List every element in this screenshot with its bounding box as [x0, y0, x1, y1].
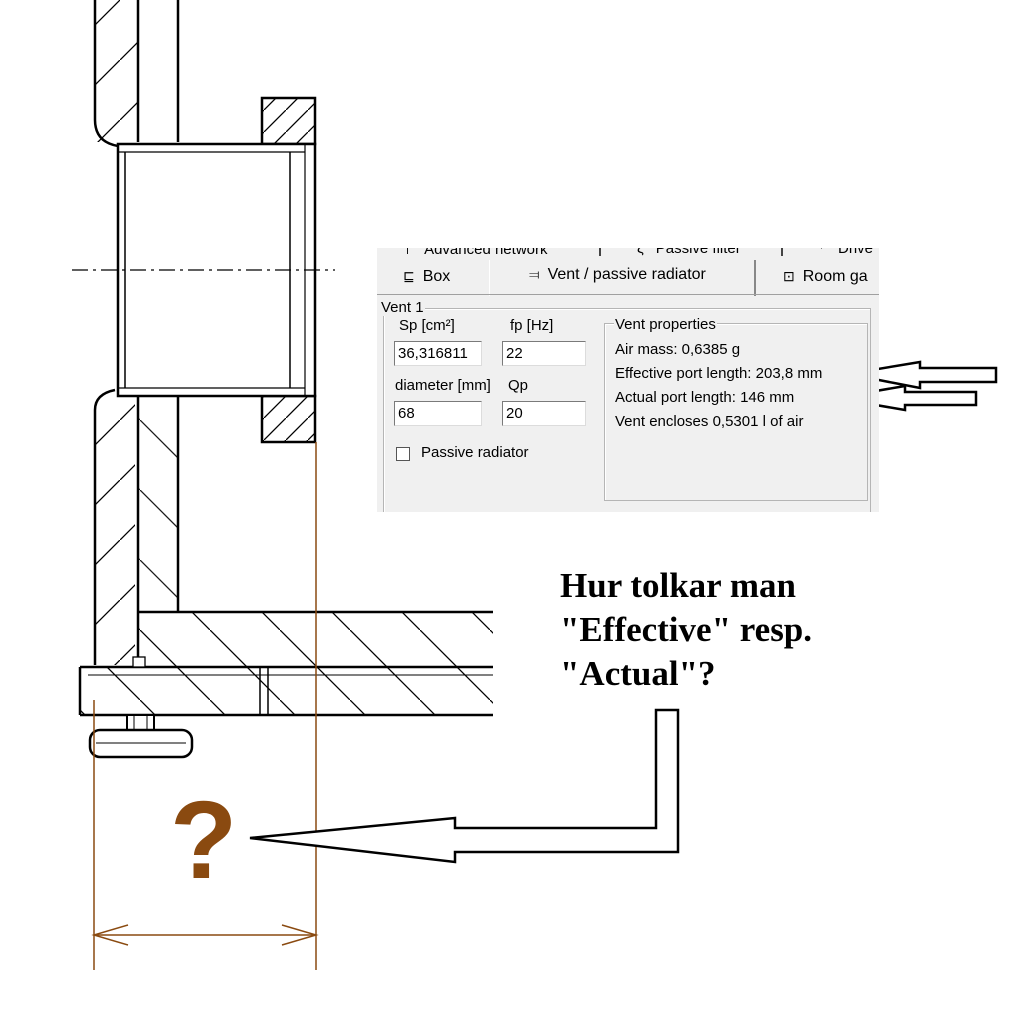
sp-label: Sp [cm²] — [399, 317, 455, 334]
tab-separator — [781, 248, 783, 256]
port-tube — [72, 96, 335, 444]
network-icon: ⊤ — [401, 248, 415, 258]
tab-baseline — [377, 294, 879, 295]
tab-separator — [599, 248, 601, 256]
vent-properties-legend: Vent properties — [614, 316, 717, 333]
passive-radiator-label: Passive radiator — [421, 444, 529, 461]
actual-port-length-text: Actual port length: 146 mm — [615, 389, 795, 406]
qp-label: Qp — [508, 377, 529, 394]
vent-1-group — [383, 308, 871, 512]
foot — [88, 714, 194, 759]
room-icon: ⊡ — [783, 268, 795, 284]
diameter-label: diameter [mm] — [395, 377, 491, 394]
vent-encloses-text: Vent encloses 0,5301 l of air — [615, 413, 804, 430]
bottom-panel — [78, 610, 493, 717]
tab-room-gain[interactable]: ⊡Room ga — [783, 268, 868, 285]
qp-input[interactable]: 20 — [502, 401, 586, 426]
effective-port-length-text: Effective port length: 203,8 mm — [615, 365, 823, 382]
sp-input[interactable]: 36,316811 — [394, 341, 482, 366]
filter-icon: ξ — [637, 248, 644, 257]
question-text: Hur tolkar man "Effective" resp. "Actual… — [560, 566, 813, 693]
driver-icon: ᛌ — [817, 248, 827, 257]
air-mass-text: Air mass: 0,6385 g — [615, 341, 741, 358]
tab-vent-passive-radiator[interactable]: ⫤Vent / passive radiator — [529, 266, 706, 283]
tab-vent-active-bg — [489, 260, 756, 296]
passive-radiator-checkbox[interactable] — [396, 447, 410, 461]
tab-advanced-network[interactable]: ⊤Advanced network — [401, 248, 547, 258]
fp-input[interactable]: 22 — [502, 341, 586, 366]
diameter-input[interactable]: 68 — [394, 401, 482, 426]
fp-label: fp [Hz] — [510, 317, 554, 334]
vent-1-legend: Vent 1 — [380, 299, 425, 316]
tab-box[interactable]: ⊑Box — [403, 268, 451, 285]
unknown-length-mark: ? — [170, 779, 238, 902]
box-icon: ⊑ — [403, 268, 415, 284]
vent-properties-group — [604, 323, 868, 501]
vent-icon: ⫤ — [529, 266, 540, 282]
dimension-lines — [91, 442, 319, 970]
baffle-wall — [93, 0, 180, 665]
